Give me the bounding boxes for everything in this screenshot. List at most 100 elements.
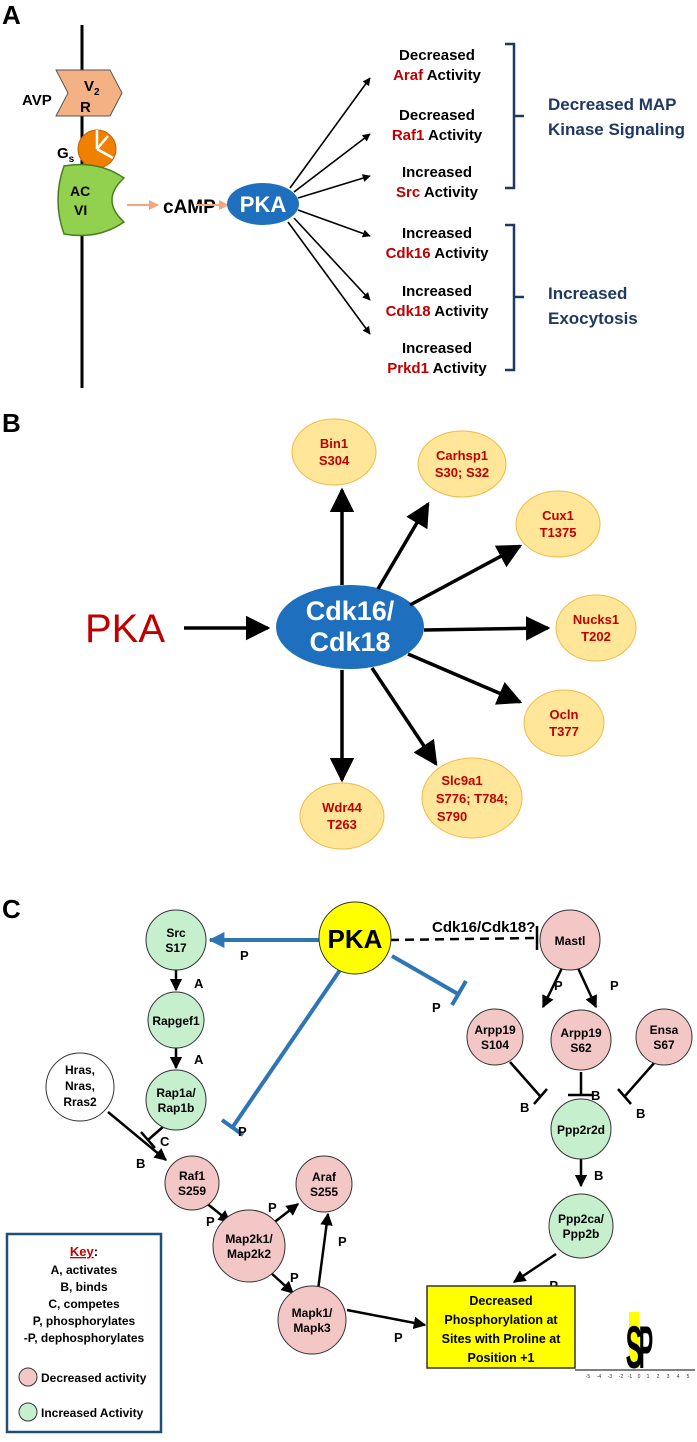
svg-text:-2: -2 bbox=[619, 1374, 624, 1380]
cdk-target-bin1: Bin1 S304 bbox=[291, 418, 377, 486]
adenylyl-cyclase bbox=[57, 163, 126, 237]
svg-text:Decreased: Decreased bbox=[469, 1294, 532, 1308]
key-box: Key: A, activates B, binds C, competes P… bbox=[5, 1232, 163, 1434]
v2-label: V2 bbox=[84, 78, 100, 98]
ac-label-1: AC bbox=[70, 183, 90, 199]
cdk-target-slc9a1: Slc9a1 S776; T784; S790 bbox=[421, 757, 523, 839]
logo-p: P bbox=[639, 1313, 653, 1381]
bracket-map bbox=[505, 42, 524, 190]
node-arpp19-s104: Arpp19 S104 bbox=[466, 1008, 524, 1066]
svg-text:Map2k2: Map2k2 bbox=[227, 1247, 271, 1261]
svg-text:P: P bbox=[610, 978, 619, 993]
cdk-label-2: Cdk18 bbox=[309, 627, 390, 657]
target-4-line2: Cdk16 Activity bbox=[386, 245, 489, 262]
key-title: Key: bbox=[70, 1244, 98, 1259]
avp-label: AVP bbox=[22, 92, 52, 109]
cdk-fan-arrows bbox=[329, 487, 551, 783]
cdk-target-nucks1: Nucks1 T202 bbox=[555, 594, 637, 662]
svg-text:Ppp2ca/: Ppp2ca/ bbox=[558, 1212, 605, 1226]
svg-text:Mapk1/: Mapk1/ bbox=[292, 1306, 333, 1320]
group-map-line2: Kinase Signaling bbox=[548, 120, 685, 139]
cdk16-cdk18-node bbox=[276, 585, 424, 669]
svg-text:Arpp19: Arpp19 bbox=[474, 1023, 516, 1037]
svg-text:Rap1b: Rap1b bbox=[158, 1101, 195, 1115]
node-rap1: Rap1a/ Rap1b bbox=[145, 1069, 207, 1131]
cdk-question-label: Cdk16/Cdk18? bbox=[432, 919, 535, 936]
svg-text:Src: Src bbox=[166, 926, 186, 940]
node-rapgef1: Rapgef1 bbox=[147, 991, 205, 1049]
svg-text:Arpp19: Arpp19 bbox=[560, 1026, 602, 1040]
svg-text:5: 5 bbox=[687, 1374, 690, 1380]
ocln-l1: Ocln bbox=[550, 707, 579, 722]
node-map2k: Map2k1/ Map2k2 bbox=[212, 1209, 286, 1283]
pka-node-a bbox=[227, 183, 299, 225]
pka-label-b: PKA bbox=[85, 607, 165, 651]
svg-text:P: P bbox=[268, 1200, 277, 1215]
svg-text:Rapgef1: Rapgef1 bbox=[152, 1014, 200, 1028]
result-box: Decreased Phosphorylation at Sites with … bbox=[426, 1285, 576, 1369]
target-3-line1: Increased bbox=[402, 164, 472, 181]
svg-text:-4: -4 bbox=[597, 1374, 602, 1380]
svg-text:Mapk3: Mapk3 bbox=[293, 1321, 331, 1335]
slc9a1-l1: Slc9a1 bbox=[441, 773, 482, 788]
panel-c: C bbox=[2, 894, 695, 1434]
svg-text:4: 4 bbox=[677, 1374, 680, 1380]
target-4: Increased Cdk16 Activity bbox=[386, 225, 489, 262]
svg-text:P: P bbox=[338, 1234, 347, 1249]
cdk-target-ocln: Ocln T377 bbox=[523, 689, 605, 757]
svg-text:S255: S255 bbox=[310, 1185, 338, 1199]
node-arpp19-s62: Arpp19 S62 bbox=[550, 1009, 612, 1071]
svg-text:3: 3 bbox=[667, 1374, 670, 1380]
node-ras: Hras, Nras, Rras2 bbox=[45, 1052, 115, 1122]
target-3: Increased Src Activity bbox=[396, 164, 479, 201]
bin1-l2: S304 bbox=[319, 453, 350, 468]
panel-b-letter: B bbox=[2, 408, 21, 438]
cdk-target-carhsp1: Carhsp1 S30; S32 bbox=[417, 430, 507, 498]
svg-text:-1: -1 bbox=[628, 1374, 633, 1380]
carhsp1-l2: S30; S32 bbox=[435, 465, 489, 480]
node-ensa: Ensa S67 bbox=[635, 1008, 693, 1066]
bin1-l1: Bin1 bbox=[320, 436, 348, 451]
cux1-l1: Cux1 bbox=[542, 508, 574, 523]
svg-text:S67: S67 bbox=[653, 1038, 675, 1052]
svg-text:Rap1a/: Rap1a/ bbox=[156, 1086, 196, 1100]
sequence-logo: S P -5 -4 -3 -2 -1 0 1 2 3 4 5 bbox=[575, 1312, 695, 1381]
ocln-l2: T377 bbox=[549, 724, 579, 739]
cdk-label-1: Cdk16/ bbox=[306, 596, 395, 626]
svg-text:B: B bbox=[636, 1106, 645, 1121]
target-6-line1: Increased bbox=[402, 340, 472, 357]
svg-text:Ppp2b: Ppp2b bbox=[563, 1227, 600, 1241]
cux1-l2: T1375 bbox=[540, 525, 577, 540]
ac-label-2: VI bbox=[74, 202, 87, 218]
svg-text:S62: S62 bbox=[570, 1041, 592, 1055]
gs-subunit-lines bbox=[95, 130, 114, 160]
svg-text:Increased Activity: Increased Activity bbox=[41, 1406, 144, 1420]
slc9a1-l2: S776; T784; bbox=[436, 791, 508, 806]
carhsp1-l1: Carhsp1 bbox=[436, 448, 488, 463]
wdr44-l2: T263 bbox=[327, 817, 357, 832]
pka-label-a: PKA bbox=[240, 192, 287, 217]
svg-text:A: A bbox=[194, 976, 204, 991]
target-1: Decreased Araf Activity bbox=[393, 47, 481, 84]
node-mapk: Mapk1/ Mapk3 bbox=[277, 1285, 347, 1355]
target-2-line1: Decreased bbox=[399, 107, 475, 124]
svg-text:Mastl: Mastl bbox=[555, 934, 586, 948]
target-5: Increased Cdk18 Activity bbox=[386, 283, 489, 320]
svg-text:Position +1: Position +1 bbox=[467, 1351, 534, 1365]
target-3-line2: Src Activity bbox=[396, 184, 479, 201]
svg-text:P: P bbox=[290, 1270, 299, 1285]
bracket-exo bbox=[505, 223, 524, 372]
svg-text:P: P bbox=[394, 1330, 403, 1345]
v2r-receptor bbox=[55, 69, 123, 117]
svg-text:Phosphorylation at: Phosphorylation at bbox=[444, 1313, 558, 1327]
pka-fan-arrows bbox=[287, 77, 371, 335]
svg-text:Ensa: Ensa bbox=[650, 1023, 679, 1037]
svg-text:Decreased activity: Decreased activity bbox=[41, 1371, 147, 1385]
svg-text:P: P bbox=[554, 978, 563, 993]
panel-a-letter: A bbox=[2, 0, 21, 30]
node-pka-c: PKA bbox=[318, 901, 392, 975]
svg-text:B: B bbox=[520, 1100, 529, 1115]
r-label: R bbox=[80, 99, 91, 116]
svg-text:S259: S259 bbox=[178, 1184, 206, 1198]
target-4-line1: Increased bbox=[402, 225, 472, 242]
